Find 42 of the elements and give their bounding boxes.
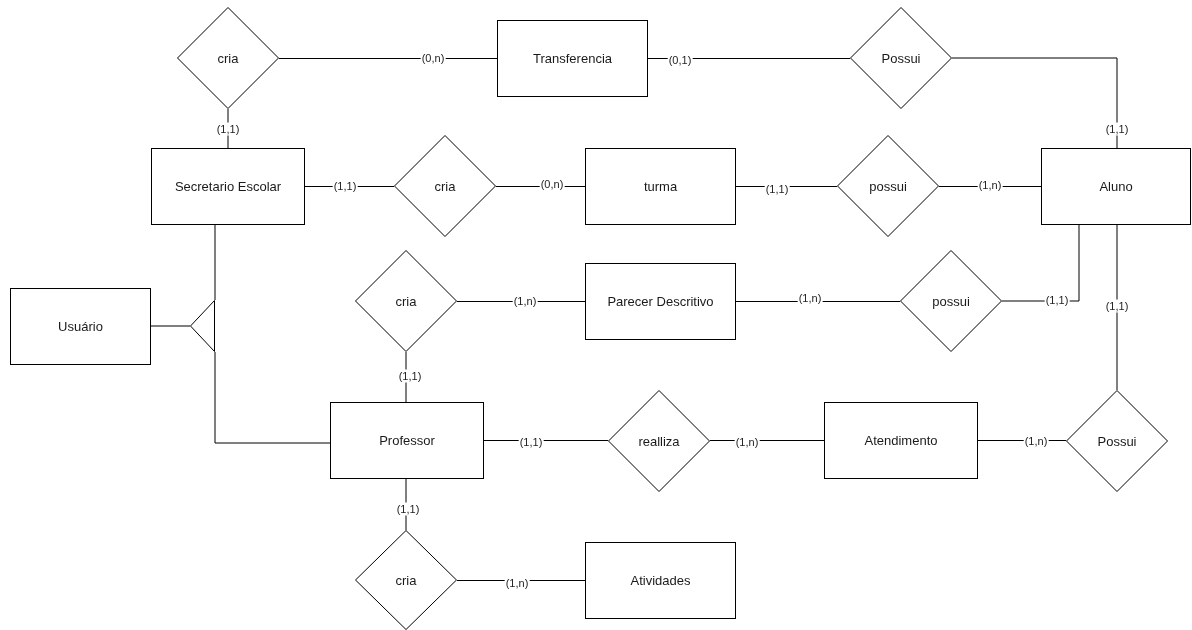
cardinality-label: (1,n) — [797, 291, 823, 305]
relationship-name: possui — [869, 178, 907, 194]
entity-box: Atividades — [585, 542, 736, 619]
entity-box: Aluno — [1041, 148, 1191, 225]
connector-line — [150, 325, 191, 327]
entity-box: Professor — [330, 402, 484, 479]
entity-box: Usuário — [10, 288, 151, 365]
connector-line — [951, 57, 1118, 149]
cardinality-label: (1,n) — [504, 576, 530, 590]
cardinality-label: (1,1) — [1104, 122, 1130, 136]
relationship-name: Possui — [881, 50, 921, 66]
cardinality-label: (1,1) — [1044, 293, 1070, 307]
relationship-name: cria — [434, 178, 456, 194]
cardinality-label: (1,n) — [512, 294, 538, 308]
entity-box: Transferencia — [497, 20, 648, 97]
entity-box: turma — [585, 148, 736, 225]
relationship-name: possui — [932, 293, 970, 309]
relationship-name: cria — [395, 293, 417, 309]
connector-line — [214, 351, 331, 444]
connector-line — [214, 224, 216, 301]
relationship-name: cria — [395, 572, 417, 588]
cardinality-label: (1,n) — [734, 435, 760, 449]
cardinality-label: (1,1) — [395, 502, 421, 516]
entity-box: Secretario Escolar — [151, 148, 305, 225]
cardinality-label: (0,n) — [420, 51, 446, 65]
entity-box: Parecer Descritivo — [585, 263, 736, 340]
cardinality-label: (1,1) — [1104, 299, 1130, 313]
cardinality-label: (1,1) — [215, 122, 241, 136]
cardinality-label: (1,1) — [397, 369, 423, 383]
relationship-name: realliza — [638, 433, 680, 449]
cardinality-label: (1,n) — [1023, 434, 1049, 448]
connector-line — [647, 58, 851, 59]
cardinality-label: (1,1) — [518, 435, 544, 449]
cardinality-label: (0,n) — [539, 177, 565, 191]
cardinality-label: (0,1) — [667, 53, 693, 67]
cardinality-label: (1,n) — [977, 178, 1003, 192]
relationship-name: cria — [217, 50, 239, 66]
relationship-name: Possui — [1097, 433, 1137, 449]
cardinality-label: (1,1) — [764, 182, 790, 196]
entity-box: Atendimento — [824, 402, 978, 479]
connector-line — [1116, 224, 1118, 391]
cardinality-label: (1,1) — [332, 179, 358, 193]
